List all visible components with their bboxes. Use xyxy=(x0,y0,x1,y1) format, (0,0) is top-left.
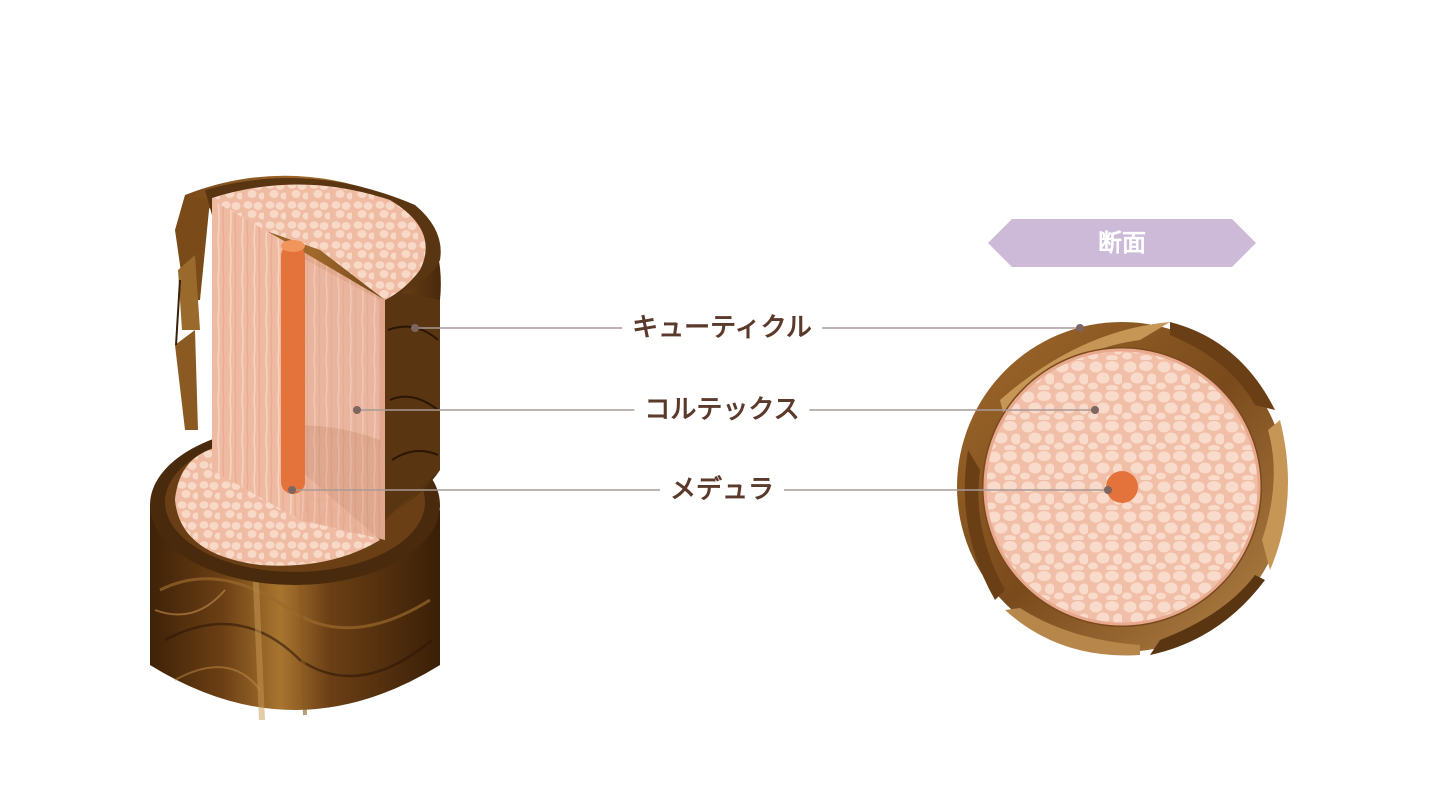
hair-shaft-3d-illustration xyxy=(150,175,441,721)
medulla-label: メデュラ xyxy=(659,473,785,507)
longitudinal-cut-face xyxy=(212,200,300,520)
medulla-rod xyxy=(281,244,305,494)
cross-section-medulla xyxy=(1106,471,1138,503)
cross-section-badge-label: 断面 xyxy=(1098,229,1146,257)
cortex-label: コルテックス xyxy=(634,393,810,427)
upper-cortex-top xyxy=(212,184,426,300)
cuticle-label: キューティクル xyxy=(622,311,822,345)
leader-dots xyxy=(288,324,1112,494)
cross-section-illustration xyxy=(957,322,1288,656)
cross-section-badge xyxy=(988,219,1256,267)
